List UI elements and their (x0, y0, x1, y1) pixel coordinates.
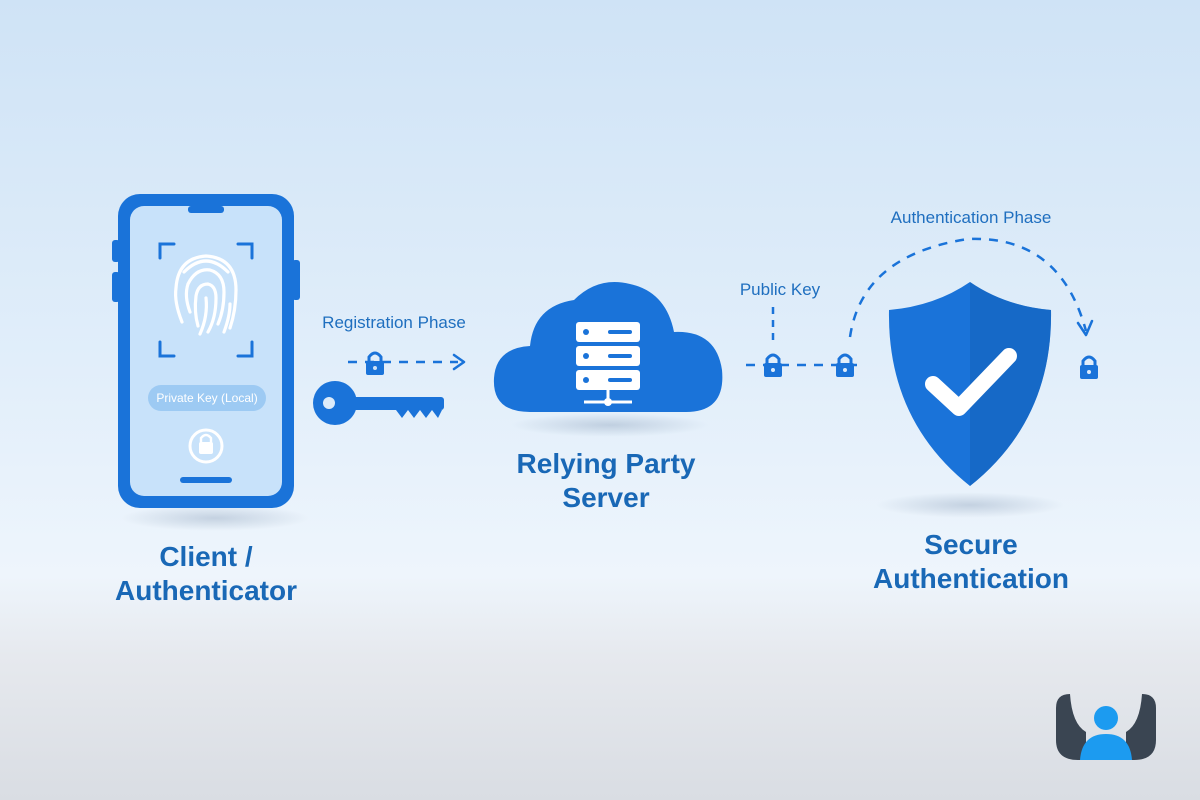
shield-check-icon (888, 282, 1052, 486)
padlock-circle-icon (188, 428, 224, 464)
secure-authentication-label: Secure Authentication (873, 528, 1069, 596)
lock-icon (366, 351, 384, 375)
public-key-label: Public Key (739, 280, 821, 299)
server-label-line2: Server (562, 482, 650, 513)
phone-illustration (112, 194, 300, 508)
registration-arrow (348, 353, 466, 371)
authentication-phase-label: Authentication Phase (890, 208, 1052, 227)
key-icon (313, 381, 444, 425)
cloud-shadow (510, 413, 710, 437)
brand-logo-icon (1056, 694, 1156, 760)
lock-icon (1080, 355, 1098, 379)
server-stack-icon (576, 322, 640, 406)
registration-phase-label: Registration Phase (322, 313, 466, 332)
phone-shadow (120, 505, 310, 531)
lock-icon (836, 353, 854, 377)
client-authenticator-label: Client / Authenticator (115, 540, 297, 608)
lock-icon (764, 353, 782, 377)
client-label-line1: Client / (159, 541, 253, 572)
private-key-pill: Private Key (Local) (148, 385, 266, 411)
fingerprint-icon (174, 254, 238, 336)
shield-shadow (875, 492, 1065, 518)
server-label-line1: Relying Party (516, 448, 696, 479)
cloud-server-icon (493, 282, 723, 412)
secure-label-line2: Authentication (873, 563, 1069, 594)
relying-party-server-label: Relying Party Server (517, 447, 696, 515)
authentication-arc (848, 237, 1094, 338)
client-label-line2: Authenticator (115, 575, 297, 606)
secure-label-line1: Secure (924, 529, 1018, 560)
